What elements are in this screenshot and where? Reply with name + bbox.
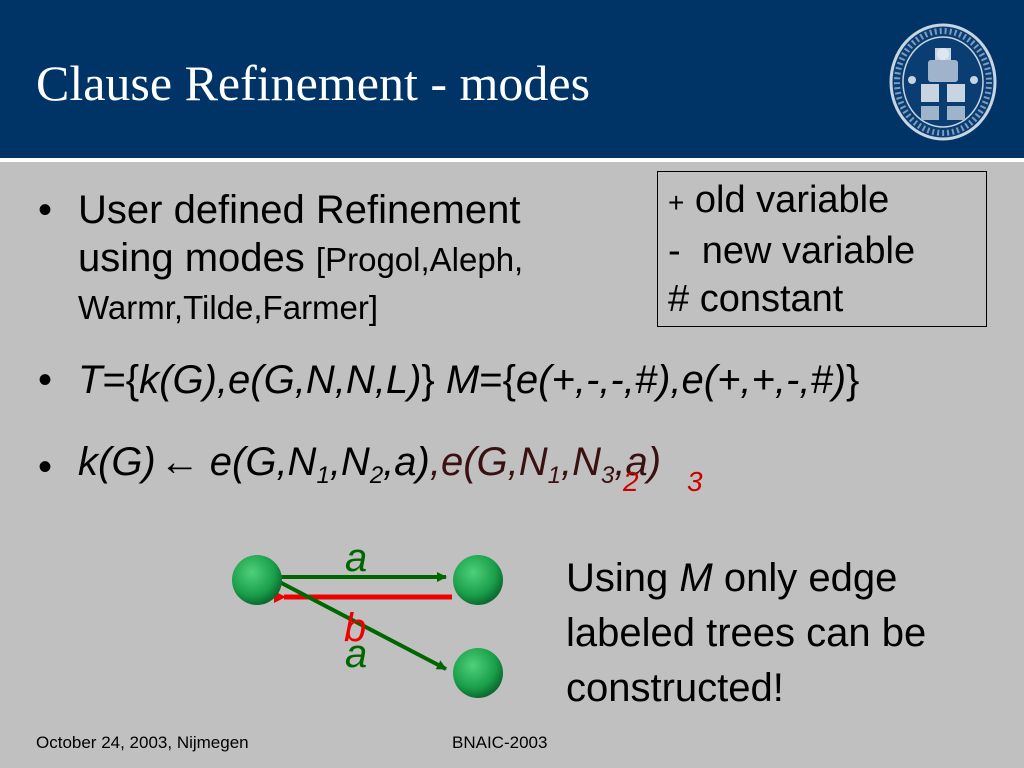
t-variable: T [78, 358, 103, 402]
note-line3: constructed! [566, 666, 784, 710]
slide-header [0, 0, 1024, 158]
bullet-1-line2-main: using modes [78, 236, 316, 280]
legend-minus-symbol: - [668, 230, 681, 272]
bullet-3-text: k(G)←e(G,N1,N2,a),e(G,N1,N3,a) [78, 440, 662, 489]
literal-1: e(G,N1,N2,a) [209, 440, 430, 489]
implication-arrow: ← [159, 440, 200, 484]
t-equals: ={ [102, 358, 140, 402]
note-line1-b: only edge [712, 556, 898, 600]
literal-2: ,e(G,N1,N3,a) [429, 440, 662, 489]
header-divider [0, 158, 1024, 162]
bullet-marker: • [38, 188, 53, 232]
note-line1-a: Using [566, 556, 680, 600]
legend-hash-text: constant [689, 278, 844, 320]
bullet-1-text: User defined Refinement using modes [Pro… [78, 186, 523, 330]
bullet-1-line3: Warmr,Tilde,Farmer] [78, 289, 379, 326]
node-right-bottom [453, 648, 503, 698]
bullet-1-line1: User defined Refinement [78, 188, 521, 232]
legend-minus-text: new variable [680, 230, 916, 272]
legend-constant: # constant [668, 275, 986, 323]
bullet-2-text: T={k(G),e(G,N,N,L)} M={e(+,-,-,#),e(+,+,… [78, 356, 859, 404]
overlay-subscript-3: 3 [687, 466, 703, 497]
m-equals: ={ [479, 358, 516, 402]
legend-plus-text: old variable [684, 179, 890, 221]
edge-diagram [232, 555, 503, 698]
bullet-marker: • [38, 445, 53, 489]
note-text: Using M only edge labeled trees can be c… [566, 551, 926, 716]
edge-a-diagonal [269, 575, 447, 671]
legend-plus-symbol: + [668, 187, 685, 218]
note-line2: labeled trees can be [566, 611, 927, 655]
legend-new-variable: - new variable [668, 227, 986, 275]
t-body: k(G),e(G,N,N,L) [139, 358, 422, 402]
edge-label-a-diagonal: a [345, 632, 368, 676]
node-right-top [453, 555, 503, 605]
clause-head: k(G) [78, 440, 156, 484]
t-close: } [421, 358, 446, 402]
slide-title: Clause Refinement - modes [36, 55, 591, 111]
legend-hash-symbol: # [668, 278, 690, 320]
m-variable: M [445, 358, 480, 402]
bullet-marker: • [38, 358, 53, 402]
edge-label-a-top: a [345, 536, 368, 580]
edge-label-b: b [344, 606, 367, 650]
overlay-subscript-2: 2 [623, 466, 639, 497]
legend-old-variable: + old variable [668, 176, 986, 227]
bullet-1-line2-small: [Progol,Aleph, [315, 241, 524, 278]
footer-conference: BNAIC-2003 [452, 733, 548, 752]
note-m-variable: M [679, 556, 713, 600]
mode-legend-box: + old variable - new variable # constant [657, 171, 987, 327]
m-close: } [846, 358, 860, 402]
university-seal-icon [889, 23, 997, 141]
footer-date-location: October 24, 2003, Nijmegen [36, 733, 249, 752]
m-body: e(+,-,-,#),e(+,+,-,#) [515, 358, 847, 402]
node-root [232, 555, 282, 605]
